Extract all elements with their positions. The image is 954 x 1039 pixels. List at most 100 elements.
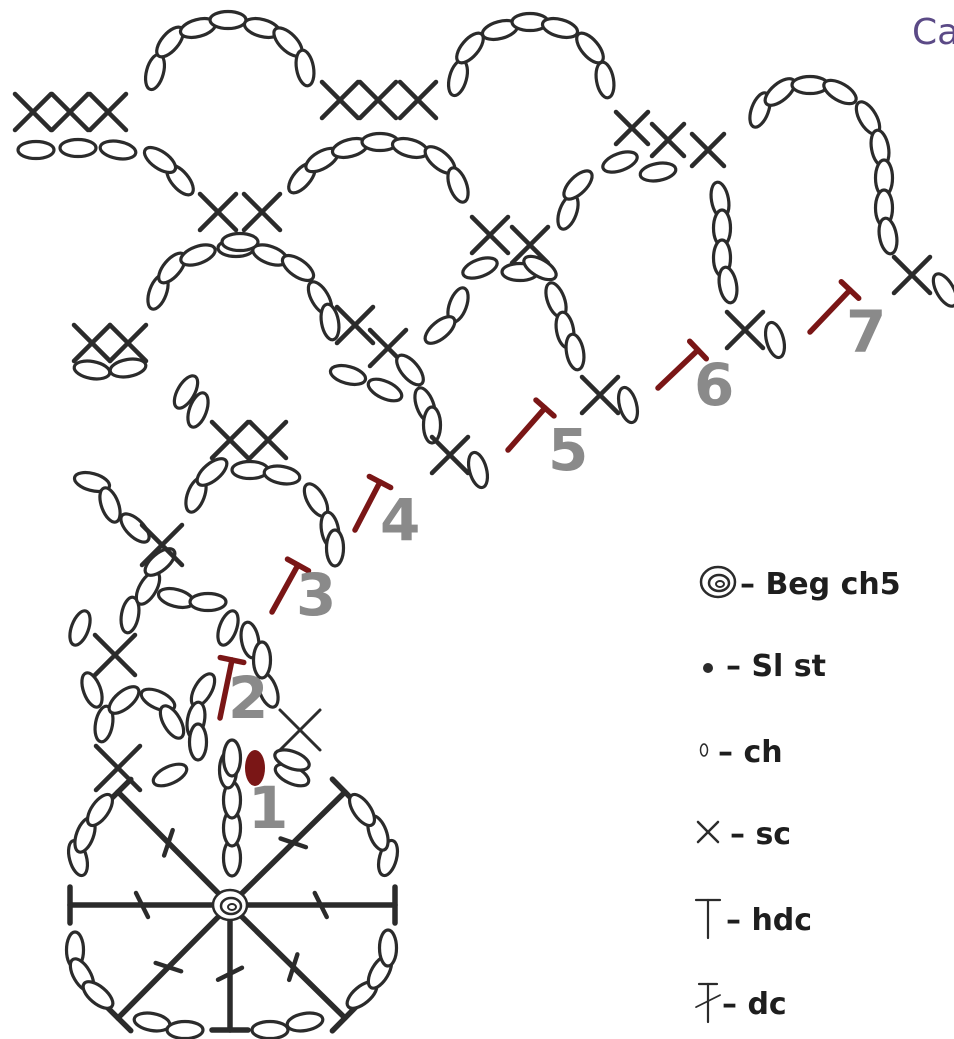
chain-stitch [461, 256, 499, 280]
chain-stitch [230, 459, 270, 481]
single-crochet-stitch [247, 419, 289, 461]
chain-stitch [179, 243, 217, 267]
row-number-7: 7 [846, 298, 886, 366]
hdc-icon [694, 898, 722, 940]
single-crochet-stitch [241, 191, 283, 233]
chain-stitch [80, 671, 104, 709]
chain-stitch [601, 150, 639, 174]
chain-stitch [119, 512, 151, 544]
single-crochet-stitch [579, 374, 621, 416]
chain-stitch [158, 704, 186, 740]
sl-st-icon [703, 663, 713, 673]
chain-stitch [208, 9, 248, 31]
chain-stitch [250, 1019, 290, 1039]
chain-stitch [466, 450, 490, 490]
double-crochet-stitch [227, 884, 398, 926]
single-crochet-stitch [509, 224, 551, 266]
beg-ch5-icon [699, 565, 737, 599]
magic-ring-core [715, 580, 725, 588]
oval [699, 743, 709, 757]
double-crochet-stitch [67, 884, 233, 926]
legend-item: – Sl st [703, 649, 826, 684]
stitch-layer [12, 9, 954, 1039]
chain-stitch [446, 166, 470, 204]
chain-stitch [638, 161, 678, 183]
row-number-6: 6 [694, 351, 734, 419]
row-number-1: 1 [248, 774, 288, 842]
chain-stitch [280, 253, 316, 283]
chain-stitch [562, 169, 594, 201]
row-number-4: 4 [380, 486, 420, 554]
single-crochet-stitch [429, 434, 471, 476]
chain-stitch [273, 748, 311, 772]
chain-stitch [186, 391, 210, 429]
chain-stitch [58, 137, 98, 159]
single-crochet-stitch [891, 254, 933, 296]
chain-stitch [220, 231, 260, 253]
chain-stitch [172, 374, 200, 410]
chain-stitch [522, 254, 558, 282]
chain-stitch [540, 16, 580, 40]
chain-stitch [188, 591, 228, 613]
row-number-2: 2 [228, 664, 268, 732]
legend-label: – Beg ch5 [740, 567, 901, 602]
single-crochet-stitch [469, 214, 511, 256]
dc-icon [695, 982, 721, 1024]
chain-stitch [262, 464, 302, 486]
chain-stitch [251, 640, 273, 680]
magic-ring-inner [707, 573, 731, 593]
double-crochet-stitch [102, 902, 233, 1034]
chain-stitch [187, 722, 209, 762]
chain-stitch [877, 216, 899, 256]
chain-stitch [98, 139, 138, 161]
single-crochet-stitch [334, 304, 376, 346]
chain-stitch [119, 595, 141, 635]
single-crochet-stitch [139, 522, 185, 568]
single-crochet-stitch [197, 191, 239, 233]
chain-stitch [564, 332, 586, 372]
chain-stitch [16, 139, 56, 161]
single-crochet-stitch [107, 322, 149, 364]
magic-ring-core [227, 903, 237, 911]
chain-stitch [72, 359, 112, 381]
legend-item: – sc [696, 817, 791, 852]
chain-stitch [72, 470, 112, 494]
chain-stitch [108, 357, 148, 379]
chain-stitch [446, 58, 470, 98]
chain-stitch [347, 792, 377, 828]
chain-stitch [366, 377, 404, 403]
magic-ring-inner [219, 896, 243, 916]
chain-stitch [221, 738, 243, 778]
single-crochet-stitch [724, 309, 766, 351]
single-crochet-stitch [93, 743, 143, 793]
chain-stitch [285, 1011, 325, 1033]
single-crochet-stitch [397, 79, 439, 121]
legend-label: – Sl st [726, 649, 826, 684]
legend-item: – hdc [694, 898, 812, 940]
single-crochet-stitch [357, 79, 399, 121]
chain-stitch [68, 609, 92, 647]
chain-stitch [377, 928, 399, 968]
chain-stitch [421, 405, 443, 445]
double-crochet-stitch [102, 776, 233, 908]
single-crochet-stitch [92, 632, 138, 678]
chain-stitch [151, 762, 189, 788]
slip-stitch [245, 750, 265, 786]
ch-icon [699, 743, 709, 757]
chain-stitch [319, 302, 341, 342]
single-crochet-stitch [319, 79, 361, 121]
half-double-crochet-stitch [217, 654, 247, 721]
half-double-crochet-stitch [352, 473, 394, 533]
legend-label: – sc [730, 817, 791, 852]
chain-stitch [931, 272, 954, 308]
sc-icon [696, 820, 720, 844]
single-crochet-stitch [209, 419, 251, 461]
chain-stitch [93, 704, 115, 744]
chain-stitch [423, 315, 457, 345]
half-double-crochet-stitch [505, 397, 557, 453]
single-crochet-stitch [71, 322, 113, 364]
legend-item: – Beg ch5 [699, 565, 901, 602]
chain-stitch [328, 363, 368, 387]
double-crochet-stitch [227, 902, 361, 1034]
